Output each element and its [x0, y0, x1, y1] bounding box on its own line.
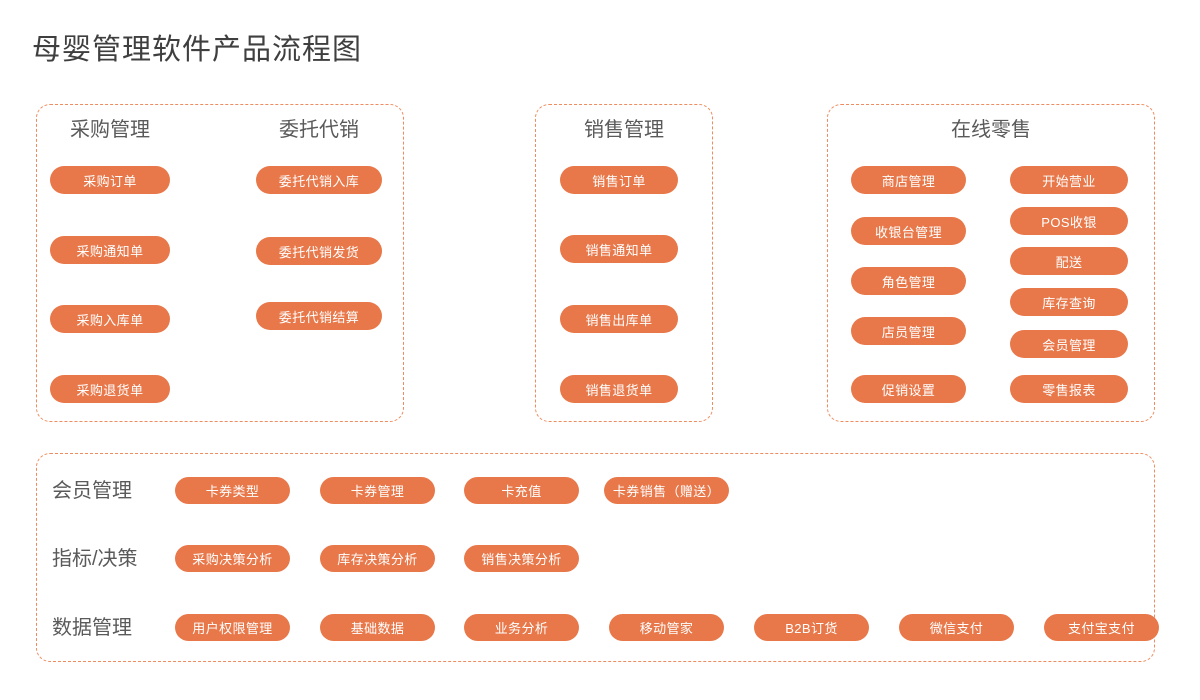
panel-online-retail	[827, 104, 1155, 422]
pill-b2b-ordering[interactable]: B2B订货	[754, 614, 869, 641]
pill-procurement-order[interactable]: 采购订单	[50, 166, 170, 194]
pill-consignment-settlement[interactable]: 委托代销结算	[256, 302, 382, 330]
pill-wechat-pay[interactable]: 微信支付	[899, 614, 1014, 641]
pill-inventory-query[interactable]: 库存查询	[1010, 288, 1128, 316]
pill-sales-notice[interactable]: 销售通知单	[560, 235, 678, 263]
pill-card-type[interactable]: 卡券类型	[175, 477, 290, 504]
pill-sales-outbound[interactable]: 销售出库单	[560, 305, 678, 333]
pill-open-business[interactable]: 开始营业	[1010, 166, 1128, 194]
pill-procurement-decision-analysis[interactable]: 采购决策分析	[175, 545, 290, 572]
pill-basic-data[interactable]: 基础数据	[320, 614, 435, 641]
pill-sales-return[interactable]: 销售退货单	[560, 375, 678, 403]
pill-procurement-inbound[interactable]: 采购入库单	[50, 305, 170, 333]
pill-promotion-settings[interactable]: 促销设置	[851, 375, 966, 403]
row-label-member-management: 会员管理	[52, 480, 132, 502]
pill-clerk-management[interactable]: 店员管理	[851, 317, 966, 345]
pill-card-recharge[interactable]: 卡充值	[464, 477, 579, 504]
pill-card-management[interactable]: 卡券管理	[320, 477, 435, 504]
pill-inventory-decision-analysis[interactable]: 库存决策分析	[320, 545, 435, 572]
pill-delivery[interactable]: 配送	[1010, 247, 1128, 275]
panel-heading-sales: 销售管理	[584, 119, 664, 141]
pill-mobile-steward[interactable]: 移动管家	[609, 614, 724, 641]
pill-cashier-management[interactable]: 收银台管理	[851, 217, 966, 245]
pill-store-management[interactable]: 商店管理	[851, 166, 966, 194]
page-title: 母婴管理软件产品流程图	[32, 34, 363, 66]
pill-retail-report[interactable]: 零售报表	[1010, 375, 1128, 403]
pill-consignment-inbound[interactable]: 委托代销入库	[256, 166, 382, 194]
pill-procurement-notice[interactable]: 采购通知单	[50, 236, 170, 264]
pill-alipay-pay[interactable]: 支付宝支付	[1044, 614, 1159, 641]
panel-heading-procurement: 采购管理	[70, 119, 150, 141]
panel-heading-online-retail: 在线零售	[951, 119, 1031, 141]
pill-procurement-return[interactable]: 采购退货单	[50, 375, 170, 403]
pill-member-management-retail[interactable]: 会员管理	[1010, 330, 1128, 358]
pill-sales-order[interactable]: 销售订单	[560, 166, 678, 194]
panel-procurement	[36, 104, 404, 422]
panel-sales	[535, 104, 713, 422]
pill-pos-checkout[interactable]: POS收银	[1010, 207, 1128, 235]
pill-card-sale-gift[interactable]: 卡券销售（赠送）	[604, 477, 729, 504]
pill-business-analysis[interactable]: 业务分析	[464, 614, 579, 641]
panel-bottom	[36, 453, 1155, 662]
row-label-data-management: 数据管理	[52, 617, 132, 639]
panel-heading-consignment: 委托代销	[279, 119, 359, 141]
pill-role-management[interactable]: 角色管理	[851, 267, 966, 295]
row-label-metrics-decision: 指标/决策	[52, 548, 138, 570]
pill-user-permission-management[interactable]: 用户权限管理	[175, 614, 290, 641]
pill-sales-decision-analysis[interactable]: 销售决策分析	[464, 545, 579, 572]
pill-consignment-shipment[interactable]: 委托代销发货	[256, 237, 382, 265]
